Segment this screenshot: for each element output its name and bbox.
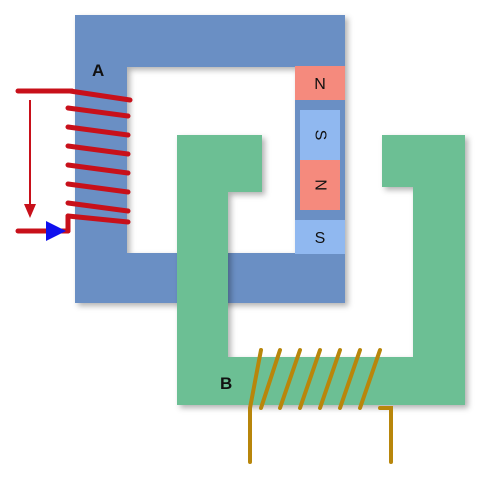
coil-b-turn [278,348,302,410]
magnet-s-bottom: S [295,220,345,254]
coil-a-turn [65,213,131,225]
magnet-s-upper: S [300,110,340,160]
coil-a-turn [65,200,131,214]
magnet-label: N [314,76,326,93]
coil-b-turn [338,348,362,410]
magnet-label: S [312,130,329,141]
magnet-n-top: N [295,66,345,100]
core-b-label: B [220,374,232,393]
coil-a-turn [65,181,131,195]
core-a-label: A [92,61,104,80]
coil-a-turn [67,88,133,103]
input-arrow-icon [46,221,66,241]
coil-b-turn [318,348,342,410]
coil-b-turn [298,348,322,410]
coil-a-turn [65,105,131,119]
magnet-label: S [315,230,326,247]
coil-a-turn [65,143,131,157]
magnet-label: N [312,179,329,191]
current-direction-arrow [24,100,36,218]
magnet-stack: N S N S [295,66,345,254]
core-b [177,135,465,405]
core-a [75,15,345,303]
coil-b-turn [259,348,282,410]
coil-b [248,348,393,464]
coil-b-turn [358,348,382,410]
magnet-n-lower: N [300,160,340,210]
coil-a-turn [65,162,131,176]
coil-a-turn [65,124,131,138]
